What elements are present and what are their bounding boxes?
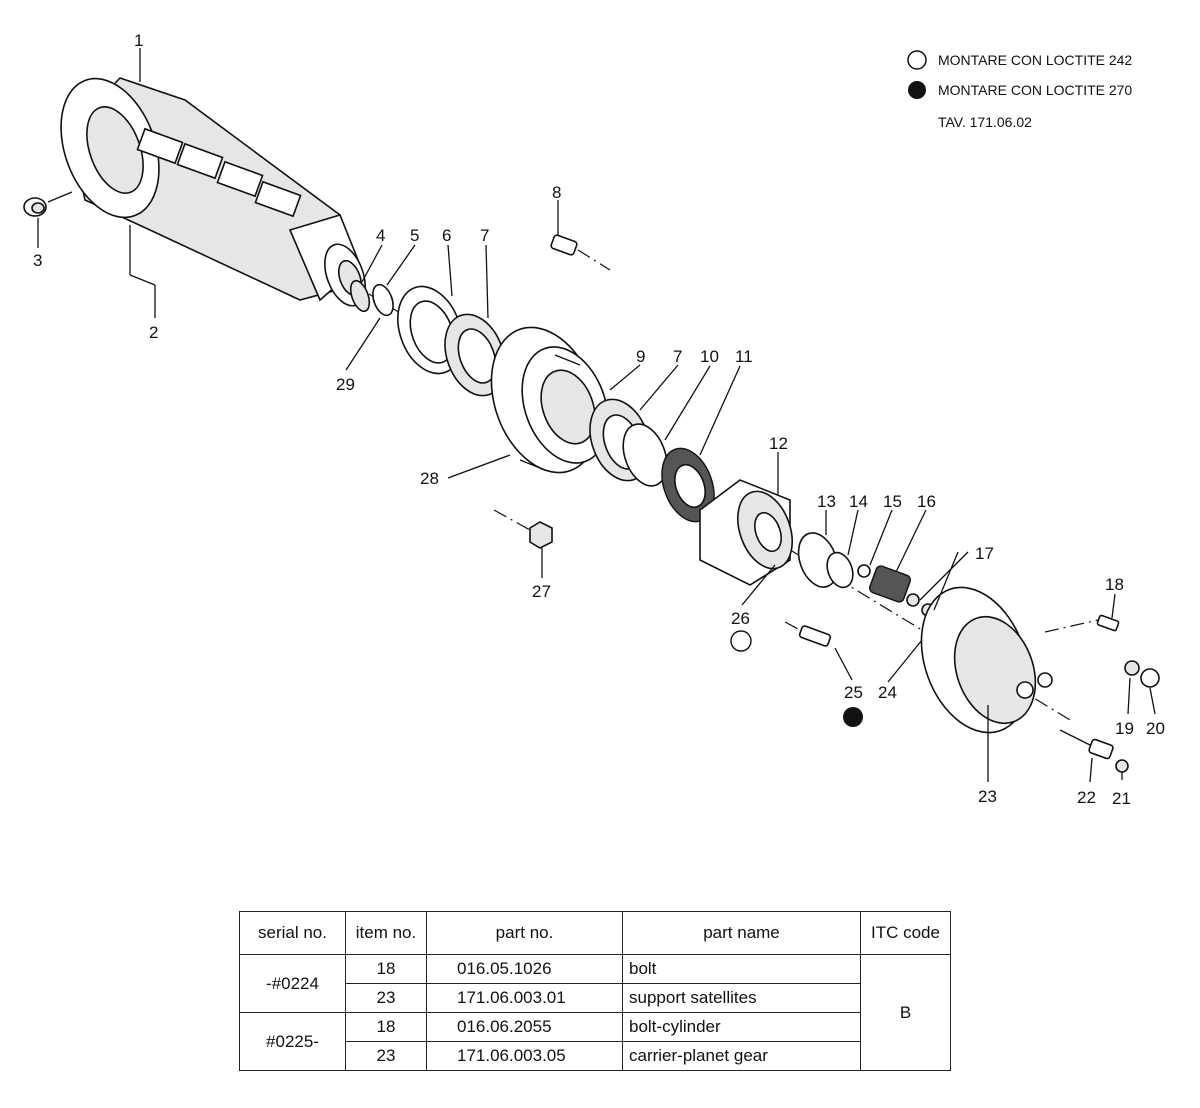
leader-lines bbox=[37, 48, 1156, 783]
hub-part bbox=[490, 326, 609, 474]
callout-11: 11 bbox=[735, 347, 753, 366]
callout-4: 4 bbox=[376, 226, 385, 245]
callout-26: 26 bbox=[731, 609, 750, 628]
callout-29: 29 bbox=[336, 375, 355, 394]
callout-13: 13 bbox=[817, 492, 836, 511]
header-part-no: part no. bbox=[426, 911, 623, 955]
ball-part bbox=[857, 564, 871, 578]
callout-1: 1 bbox=[134, 31, 143, 50]
exploded-view-diagram: MONTARE CON LOCTITE 242 MONTARE CON LOCT… bbox=[23, 31, 1165, 808]
gear-part bbox=[661, 447, 715, 523]
callout-23: 23 bbox=[978, 787, 997, 806]
ring-gear-part bbox=[699, 479, 793, 586]
item-cell: 18 bbox=[345, 1012, 427, 1042]
callout-3: 3 bbox=[33, 251, 42, 270]
header-part-name: part name bbox=[622, 911, 861, 955]
callout-15: 15 bbox=[883, 492, 902, 511]
callout-22: 22 bbox=[1077, 788, 1096, 807]
serial-cell: #0225- bbox=[239, 1012, 346, 1071]
callout-20: 20 bbox=[1146, 719, 1165, 738]
item-cell: 23 bbox=[345, 983, 427, 1013]
part-no-cell: 016.05.1026 bbox=[426, 954, 623, 984]
callout-27: 27 bbox=[532, 582, 551, 601]
callout-25: 25 bbox=[844, 683, 863, 702]
callout-8: 8 bbox=[552, 183, 561, 202]
part-name-cell: support satellites bbox=[622, 983, 861, 1013]
item-cell: 18 bbox=[345, 954, 427, 984]
washer-19-part bbox=[1124, 660, 1140, 676]
part-no-cell: 171.06.003.05 bbox=[426, 1041, 623, 1071]
callout-2: 2 bbox=[149, 323, 158, 342]
nut-27-part bbox=[493, 509, 553, 549]
callout-18: 18 bbox=[1105, 575, 1124, 594]
header-serial-no: serial no. bbox=[239, 911, 346, 955]
ring-21-part bbox=[1115, 759, 1129, 773]
part-name-cell: bolt-cylinder bbox=[622, 1012, 861, 1042]
table-row: #0225- 18 016.06.2055 bolt-cylinder bbox=[239, 1012, 951, 1071]
pin-22-part bbox=[1059, 729, 1114, 760]
planet-gear-part bbox=[869, 565, 911, 603]
bolt-18-part bbox=[1044, 614, 1120, 633]
table-row: 23 171.06.003.01 support satellites bbox=[240, 983, 951, 1013]
callout-labels: 1 2 3 4 5 6 7 8 9 7 10 11 12 13 14 15 16… bbox=[33, 31, 1165, 808]
legend: MONTARE CON LOCTITE 242 MONTARE CON LOCT… bbox=[907, 50, 1132, 130]
carrier-part bbox=[920, 586, 1053, 734]
table-header-row: serial no. item no. part no. part name I… bbox=[239, 911, 951, 955]
callout-21: 21 bbox=[1112, 789, 1131, 808]
parts-table: serial no. item no. part no. part name I… bbox=[239, 911, 951, 1071]
serial-cell: -#0224 bbox=[239, 954, 346, 1013]
callout-10: 10 bbox=[700, 347, 719, 366]
table-row: -#0224 18 016.05.1026 bolt B bbox=[239, 954, 951, 1071]
itc-code-cell: B bbox=[860, 954, 951, 1071]
table-reference: TAV. 171.06.02 bbox=[938, 114, 1032, 130]
table-row: 23 171.06.003.05 carrier-planet gear bbox=[240, 1041, 951, 1071]
callout-7b: 7 bbox=[673, 347, 682, 366]
callout-9: 9 bbox=[636, 347, 645, 366]
callout-5: 5 bbox=[410, 226, 419, 245]
loctite-242-marker bbox=[730, 630, 752, 652]
header-itc-code: ITC code bbox=[860, 911, 951, 955]
bearing-7-part bbox=[444, 313, 506, 397]
callout-19: 19 bbox=[1115, 719, 1134, 738]
callout-17: 17 bbox=[975, 544, 994, 563]
bolt-8-part bbox=[550, 234, 611, 271]
callout-28: 28 bbox=[420, 469, 439, 488]
plug-part bbox=[23, 191, 73, 217]
bolt-25-part bbox=[784, 621, 832, 647]
nut-20-part bbox=[1140, 668, 1160, 688]
circlip-part bbox=[622, 423, 668, 487]
part-name-cell: carrier-planet gear bbox=[622, 1041, 861, 1071]
part-no-cell: 171.06.003.01 bbox=[426, 983, 623, 1013]
callout-6: 6 bbox=[442, 226, 451, 245]
ring-part bbox=[372, 283, 394, 317]
item-cell: 23 bbox=[345, 1041, 427, 1071]
part-no-cell: 016.06.2055 bbox=[426, 1012, 623, 1042]
callout-7: 7 bbox=[480, 226, 489, 245]
callout-12: 12 bbox=[769, 434, 788, 453]
callout-14: 14 bbox=[849, 492, 868, 511]
legend-loctite-242: MONTARE CON LOCTITE 242 bbox=[938, 52, 1132, 68]
spacer-part bbox=[906, 593, 920, 607]
snap-ring-part bbox=[826, 551, 854, 589]
callout-24: 24 bbox=[878, 683, 897, 702]
header-item-no: item no. bbox=[345, 911, 427, 955]
legend-loctite-270: MONTARE CON LOCTITE 270 bbox=[938, 82, 1132, 98]
bearing-part bbox=[349, 279, 371, 313]
loctite-270-marker bbox=[843, 707, 863, 727]
part-name-cell: bolt bbox=[622, 954, 861, 984]
open-circle-icon bbox=[907, 50, 927, 70]
housing-part bbox=[60, 77, 366, 307]
callout-16: 16 bbox=[917, 492, 936, 511]
filled-circle-icon bbox=[908, 81, 926, 99]
